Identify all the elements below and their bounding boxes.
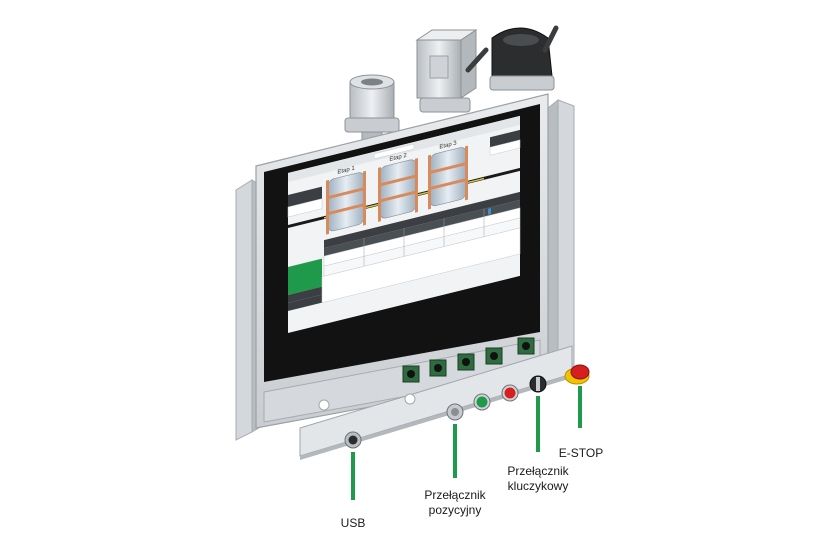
square-mount-adapter	[415, 29, 489, 113]
mount-hole	[404, 393, 416, 405]
key-switch-label: Przełącznik kluczykowy	[507, 464, 569, 493]
stage-1-tank: Etap 1	[326, 165, 366, 235]
stage-label: Etap 1	[337, 165, 355, 176]
red-pushbutton	[501, 384, 519, 402]
process-data-table	[323, 191, 521, 277]
position-switch	[446, 403, 464, 421]
callout-lines	[351, 386, 582, 500]
mount-hole	[318, 399, 330, 411]
green-indicator-block	[288, 258, 322, 296]
stage-label: Etap 3	[439, 139, 457, 150]
key-switch	[529, 375, 547, 393]
usb-port	[344, 431, 362, 449]
lower-housing	[263, 337, 541, 423]
usb-label: USB	[340, 516, 366, 530]
estop-button	[564, 364, 590, 385]
right-mount-rail	[547, 98, 575, 381]
position-switch-label: Przełącznik pozycyjny	[424, 488, 486, 517]
hmi-screen: Etap 1 Etap 2 Etap 3	[287, 115, 521, 334]
stage-label: Etap 2	[389, 152, 407, 163]
estop-label: E-STOP	[558, 446, 604, 460]
stage-2-tank: Etap 2	[378, 152, 418, 222]
tilt-mount-adapter	[489, 25, 559, 91]
status-panel	[288, 186, 322, 208]
connector-boards	[402, 337, 535, 383]
green-pushbutton	[473, 393, 491, 411]
stage-3-tank: Etap 3	[428, 139, 468, 210]
